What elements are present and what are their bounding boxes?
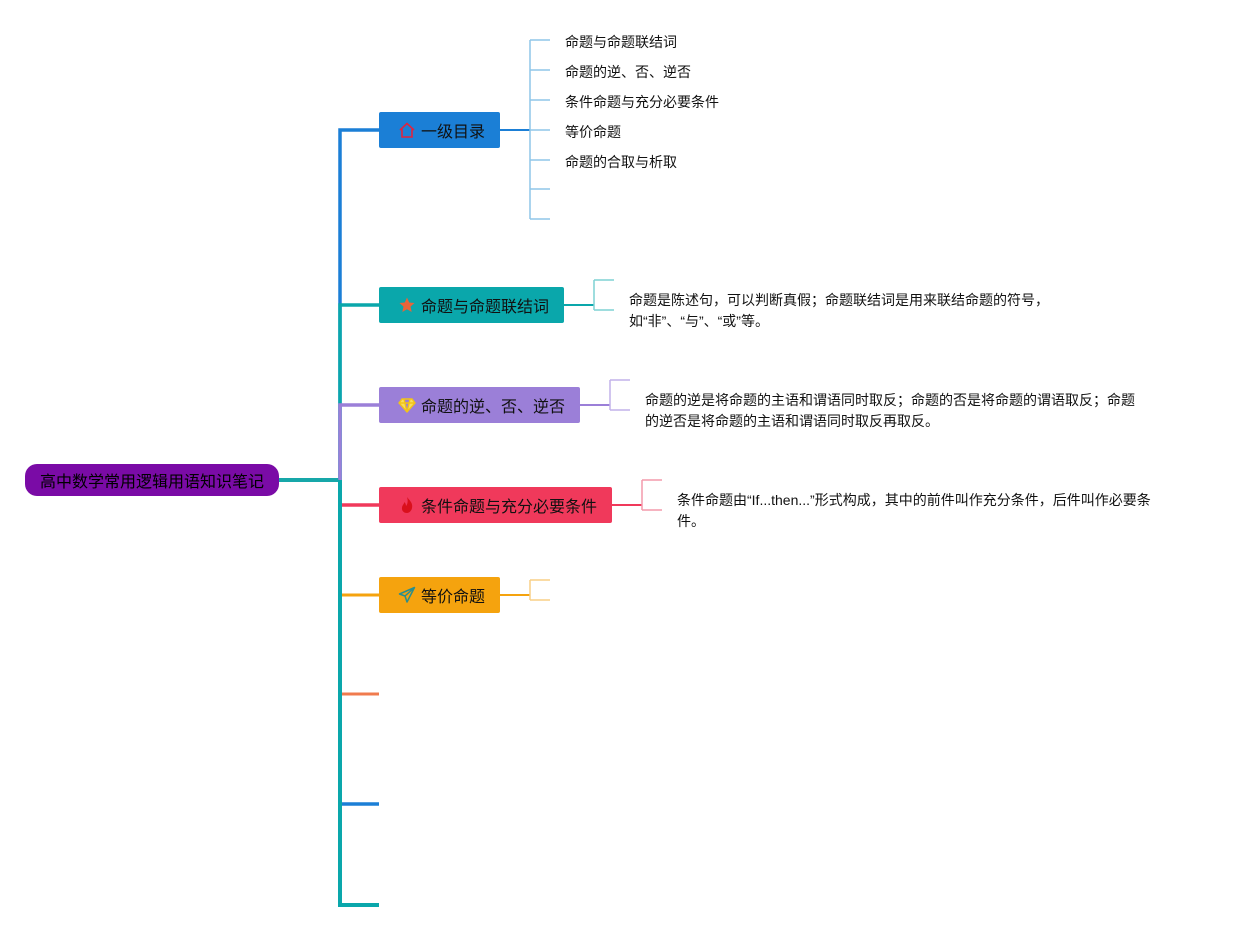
star-icon [397,295,417,315]
branch-conditional-propositions[interactable]: 条件命题与充分必要条件 [379,487,612,523]
branch-label: 命题与命题联结词 [421,299,550,316]
branch-equivalent-propositions[interactable]: 等价命题 [379,577,500,613]
branch-label: 命题的逆、否、逆否 [421,399,566,416]
root-topic-label: 高中数学常用逻辑用语知识笔记 [39,474,264,491]
root-topic[interactable]: 高中数学常用逻辑用语知识笔记 [25,464,279,496]
note-text: 命题的逆是将命题的主语和谓语同时取反；命题的否是将命题的谓语取反；命题的逆否是将… [645,392,1135,429]
branch-table-of-contents[interactable]: 一级目录 [379,112,500,148]
subtopic-item[interactable]: 命题的合取与析取 [565,154,677,170]
note-text: 条件命题由“If...then...”形式构成，其中的前件叫作充分条件，后件叫作… [677,492,1151,529]
paper-plane-icon [397,585,417,605]
home-icon [397,120,417,140]
subtopic-item[interactable]: 条件命题与充分必要条件 [565,94,719,110]
fire-icon [397,495,417,515]
branch-label: 一级目录 [421,124,486,141]
branch-propositions-connectives[interactable]: 命题与命题联结词 [379,287,564,323]
subtopic-item[interactable]: 命题与命题联结词 [565,34,677,50]
subtopic-item[interactable]: 命题的逆、否、逆否 [565,64,691,80]
note-text: 命题是陈述句，可以判断真假；命题联结词是用来联结命题的符号，如“非”、“与”、“… [629,292,1049,329]
branch-label: 等价命题 [421,589,486,606]
branch-label: 条件命题与充分必要条件 [421,499,598,516]
subtopic-item[interactable]: 等价命题 [565,124,621,140]
diamond-icon [397,395,417,415]
branch-converse-inverse-contrapositive[interactable]: 命题的逆、否、逆否 [379,387,580,423]
